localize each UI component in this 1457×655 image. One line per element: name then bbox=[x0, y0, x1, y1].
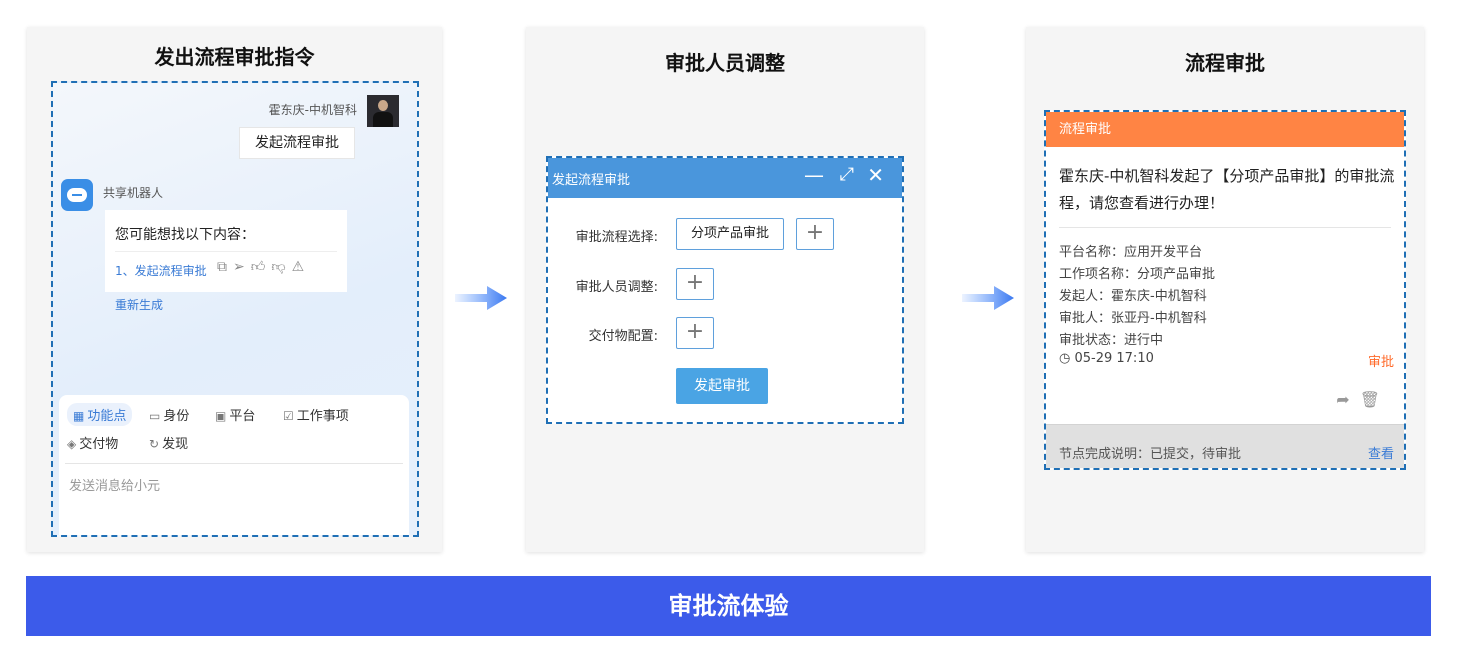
send-icon[interactable]: ➢ bbox=[233, 259, 251, 275]
copy-icon[interactable]: ⧉ bbox=[217, 259, 233, 275]
warning-icon[interactable]: ⚠ bbox=[291, 259, 311, 275]
timestamp: ◷ 05-29 17:10 bbox=[1059, 351, 1154, 366]
arrow-right-icon bbox=[455, 286, 507, 310]
robot-name: 共享机器人 bbox=[103, 186, 164, 200]
tool-deliverables[interactable]: ◈交付物 bbox=[67, 437, 119, 452]
tool-platform[interactable]: ▣平台 bbox=[215, 409, 256, 424]
approval-card: 流程审批 霍东庆-中机智科发起了【分项产品审批】的审批流程，请您查看进行办理！ … bbox=[1044, 110, 1406, 470]
add-approver-button[interactable]: + bbox=[676, 268, 714, 300]
info-status: 审批状态：进行中 bbox=[1059, 333, 1164, 348]
layers-icon: ◈ bbox=[67, 437, 77, 451]
message-input[interactable]: 发送消息给小元 bbox=[69, 479, 161, 494]
chat-input-area: ▦功能点 ▭身份 ▣平台 ☑工作事项 ◈交付物 ↻发现 发送消息给小元 bbox=[59, 395, 409, 535]
card-actions: ➦🗑︎ bbox=[1336, 390, 1390, 409]
clock-icon: ◷ bbox=[1059, 351, 1071, 366]
tool-identity[interactable]: ▭身份 bbox=[149, 409, 190, 424]
view-link[interactable]: 查看 bbox=[1367, 447, 1394, 462]
submit-approval-button[interactable]: 发起审批 bbox=[676, 368, 768, 404]
tool-function-point[interactable]: ▦功能点 bbox=[67, 403, 133, 426]
bot-reply-actions: ⧉➢👍︎👎︎⚠ bbox=[217, 258, 310, 275]
thumbs-up-icon[interactable]: 👍︎ bbox=[250, 259, 272, 275]
user-message: 发起流程审批 bbox=[239, 127, 355, 159]
divider bbox=[1059, 227, 1391, 228]
card-footer: 节点完成说明：已提交，待审批 查看 bbox=[1046, 424, 1404, 468]
chat-window: 霍东庆-中机智科 发起流程审批 共享机器人 您可能想找以下内容： 1、发起流程审… bbox=[51, 81, 419, 537]
bot-reply-text: 您可能想找以下内容： bbox=[115, 227, 255, 243]
maximize-icon[interactable]: ⤢ bbox=[839, 164, 854, 185]
approval-flow-banner: 审批流体验 bbox=[26, 576, 1431, 636]
user-avatar bbox=[367, 95, 399, 127]
refresh-icon: ↻ bbox=[149, 437, 160, 451]
checklist-icon: ☑ bbox=[283, 409, 294, 423]
minimize-icon[interactable]: — bbox=[804, 163, 824, 187]
panel-title: 发出流程审批指令 bbox=[154, 45, 315, 69]
close-icon[interactable]: ✕ bbox=[867, 163, 884, 187]
card-message: 霍东庆-中机智科发起了【分项产品审批】的审批流程，请您查看进行办理！ bbox=[1059, 167, 1395, 212]
approve-link[interactable]: 审批 bbox=[1367, 355, 1394, 370]
divider bbox=[65, 463, 403, 464]
label-approver-adjust: 审批人员调整: bbox=[575, 280, 658, 295]
platform-icon: ▣ bbox=[215, 409, 227, 423]
panel-title: 审批人员调整 bbox=[665, 51, 785, 75]
bot-suggestion-link[interactable]: 1、发起流程审批 bbox=[115, 264, 207, 278]
panel-flow-approval: 流程审批 流程审批 霍东庆-中机智科发起了【分项产品审批】的审批流程，请您查看进… bbox=[1026, 27, 1424, 552]
add-deliverable-button[interactable]: + bbox=[676, 317, 714, 349]
trash-icon[interactable]: 🗑︎ bbox=[1359, 390, 1390, 409]
grid-icon: ▦ bbox=[73, 409, 85, 423]
bot-reply-card: 您可能想找以下内容： 1、发起流程审批 ⧉➢👍︎👎︎⚠ bbox=[105, 210, 347, 292]
info-initiator: 发起人：霍东庆-中机智科 bbox=[1059, 289, 1207, 304]
tool-work-items[interactable]: ☑工作事项 bbox=[283, 409, 349, 424]
card-header: 流程审批 bbox=[1046, 112, 1404, 147]
label-flow-select: 审批流程选择: bbox=[575, 230, 658, 245]
regenerate-link[interactable]: 重新生成 bbox=[115, 298, 164, 312]
arrow-right-icon bbox=[962, 286, 1014, 310]
add-flow-button[interactable]: + bbox=[796, 218, 834, 250]
share-icon[interactable]: ➦ bbox=[1336, 390, 1360, 409]
divider bbox=[115, 251, 337, 252]
user-name: 霍东庆-中机智科 bbox=[268, 103, 357, 117]
panel-title: 流程审批 bbox=[1185, 51, 1265, 75]
dialog-header: 发起流程审批 — ⤢ ✕ bbox=[548, 158, 902, 198]
panel-approval-command: 发出流程审批指令 霍东庆-中机智科 发起流程审批 共享机器人 您可能想找以下内容… bbox=[27, 27, 442, 552]
flow-select-field[interactable]: 分项产品审批 bbox=[676, 218, 784, 250]
info-approver: 审批人：张亚丹-中机智科 bbox=[1059, 311, 1207, 326]
info-work-item: 工作项名称：分项产品审批 bbox=[1059, 267, 1216, 282]
panel-approver-adjust: 审批人员调整 发起流程审批 — ⤢ ✕ 审批流程选择: 分项产品审批 + 审批人… bbox=[526, 27, 924, 552]
dialog-title: 发起流程审批 bbox=[552, 173, 631, 188]
label-deliverable-config: 交付物配置: bbox=[588, 329, 658, 344]
robot-avatar-icon bbox=[61, 179, 93, 211]
thumbs-down-icon[interactable]: 👎︎ bbox=[271, 259, 292, 275]
node-completion-note: 节点完成说明：已提交，待审批 bbox=[1059, 447, 1242, 462]
tool-discover[interactable]: ↻发现 bbox=[149, 437, 189, 452]
info-platform: 平台名称：应用开发平台 bbox=[1059, 245, 1203, 260]
id-card-icon: ▭ bbox=[149, 409, 161, 423]
approval-dialog: 发起流程审批 — ⤢ ✕ 审批流程选择: 分项产品审批 + 审批人员调整: + … bbox=[546, 156, 904, 424]
